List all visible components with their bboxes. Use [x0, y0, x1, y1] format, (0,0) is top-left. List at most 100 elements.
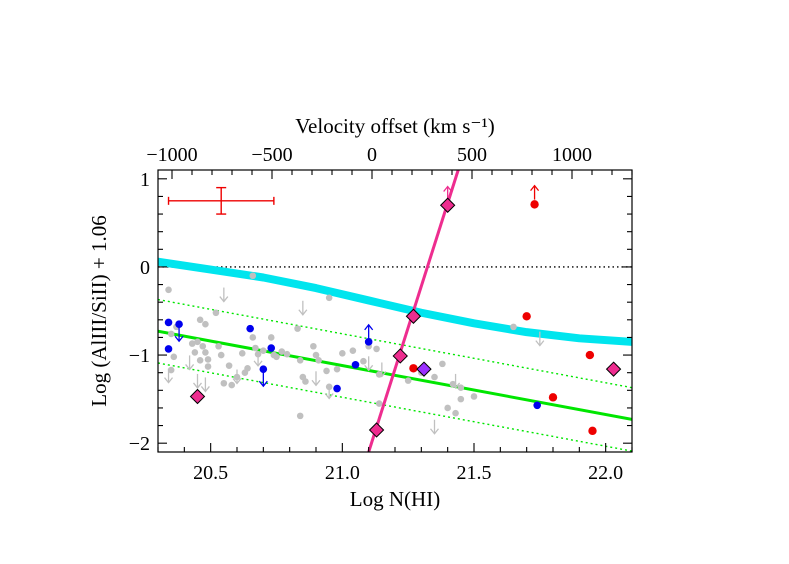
red-data-point — [588, 426, 597, 436]
blue-data-point — [246, 324, 254, 333]
top-tick-label: −500 — [251, 144, 292, 166]
gray-upper-limit-arrow-head — [200, 386, 210, 393]
magenta-diamond-point — [368, 422, 385, 438]
gray-data-point — [449, 380, 457, 388]
blue-data-point — [333, 384, 341, 393]
gray-upper-limit-arrow — [219, 287, 229, 303]
gray-data-point — [404, 377, 412, 384]
gray-data-point — [196, 316, 204, 324]
gray-data-point — [325, 294, 333, 302]
gray-data-point — [457, 384, 465, 391]
plot-frame — [157, 169, 633, 453]
gray-upper-limit-arrow-head — [311, 379, 321, 387]
top-tick-label: 500 — [457, 144, 487, 166]
gray-data-point — [225, 362, 233, 369]
x-tick-label: 21.5 — [457, 462, 492, 484]
gray-upper-limit-arrow — [429, 419, 440, 435]
gray-upper-limit-arrow-head — [192, 382, 203, 389]
top-axis-title: Velocity offset (km s⁻¹) — [295, 114, 495, 138]
magenta-diamond-point — [392, 348, 408, 364]
gray-data-point — [444, 404, 451, 412]
gray-data-point — [312, 351, 320, 359]
blue-data-point — [267, 344, 276, 352]
gray-data-point — [315, 357, 322, 364]
magenta-diamond-point — [605, 361, 622, 377]
gray-data-point — [375, 400, 383, 407]
gray-data-point — [212, 309, 220, 317]
fit-band-upper — [158, 298, 632, 389]
blue-data-point — [533, 401, 541, 410]
y-tick-label: 1 — [140, 169, 150, 191]
gray-data-point — [215, 342, 222, 350]
gray-data-point — [204, 363, 212, 370]
blue-data-point — [164, 318, 173, 327]
gray-data-point — [260, 347, 267, 354]
gray-data-point — [431, 373, 438, 381]
gray-data-point — [339, 350, 346, 357]
gray-upper-limit-arrow-head — [185, 364, 195, 371]
gray-data-point — [323, 367, 330, 375]
gray-data-point — [244, 364, 251, 372]
gray-data-point — [217, 351, 225, 359]
gray-upper-limit-arrow — [364, 356, 374, 372]
gray-data-point — [254, 350, 262, 358]
red-data-point — [522, 312, 531, 321]
gray-data-point — [360, 357, 367, 365]
gray-data-point — [273, 353, 280, 361]
gray-data-point — [349, 347, 357, 354]
gray-data-point — [249, 272, 257, 280]
cyan-model-curve — [158, 257, 632, 346]
purple-diamond-point — [416, 361, 432, 377]
gray-upper-limit-arrow-head — [364, 364, 374, 372]
gray-data-point — [191, 349, 199, 356]
y-axis-title: Log (AlIII/SiII) + 1.06 — [87, 215, 111, 406]
gray-data-point — [267, 334, 275, 341]
gray-data-point — [199, 342, 207, 350]
top-tick-label: −1000 — [146, 144, 197, 166]
gray-data-point — [283, 350, 291, 358]
blue-data-point — [351, 360, 360, 369]
gray-upper-limit-arrow-head — [219, 296, 229, 303]
gray-data-point — [202, 349, 209, 356]
gray-data-point — [194, 338, 201, 346]
magenta-lower-limit-arrow-head — [443, 185, 453, 192]
x-tick-label: 20.5 — [193, 462, 228, 484]
gray-data-point — [170, 353, 178, 361]
representative-error-bar — [167, 186, 275, 215]
top-tick-label: 0 — [367, 144, 377, 166]
gray-data-point — [252, 344, 259, 352]
magenta-diamond-point — [405, 308, 422, 324]
blue-upper-limit-arrow-head — [174, 335, 184, 343]
blue-upper-limit-arrow — [258, 372, 268, 388]
gray-data-point — [196, 357, 204, 364]
gray-upper-limit-arrow — [200, 377, 210, 393]
gray-upper-limit-arrow-head — [324, 393, 334, 400]
gray-data-point — [310, 342, 317, 350]
top-tick-label: 1000 — [552, 144, 592, 166]
red-lower-limit-arrow-head — [530, 184, 540, 192]
blue-data-point — [259, 365, 268, 373]
gray-upper-limit-arrow — [298, 300, 308, 316]
x-axis-title: Log N(HI) — [350, 487, 440, 511]
red-data-point — [548, 393, 558, 402]
y-tick-label: 0 — [140, 257, 150, 279]
gray-upper-limit-arrow-head — [253, 360, 263, 367]
gray-data-point — [296, 357, 304, 364]
gray-data-point — [165, 286, 172, 294]
gray-upper-limit-arrow-head — [298, 309, 308, 316]
gray-upper-limit-arrow-head — [164, 377, 174, 384]
red-data-point — [530, 200, 539, 209]
magenta-diamond-point — [439, 197, 456, 213]
blue-data-point — [164, 345, 173, 353]
gray-data-point — [294, 325, 301, 332]
gray-data-point — [302, 378, 309, 385]
gray-data-point — [373, 345, 380, 353]
blue-upper-limit-arrow — [174, 327, 184, 343]
gray-data-point — [249, 334, 257, 341]
gray-upper-limit-arrow — [311, 371, 321, 387]
gray-data-point — [202, 320, 209, 328]
gray-data-point — [228, 381, 236, 389]
gray-data-point — [167, 330, 175, 338]
